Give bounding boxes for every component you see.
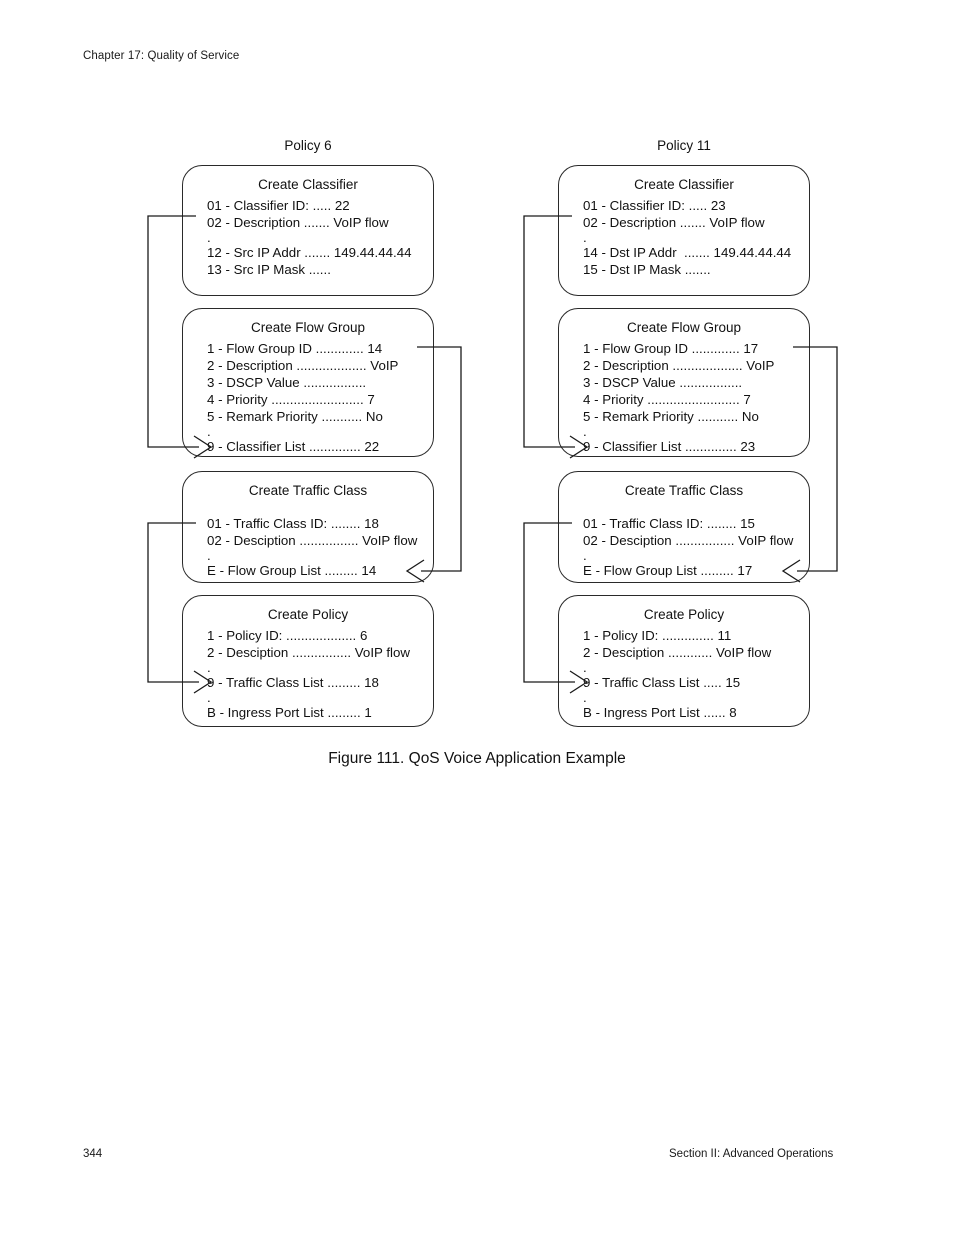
footer-page-number: 344 [83, 1148, 103, 1160]
box-line: E - Flow Group List ......... 14 [207, 563, 377, 579]
figure-caption: Figure 111. QoS Voice Application Exampl… [328, 750, 626, 767]
box-line: 1 - Flow Group ID ............. 17 [583, 341, 759, 356]
column-title-policy-6: Policy 6 [284, 138, 332, 153]
box-line: . [583, 690, 587, 706]
box-line: 1 - Flow Group ID ............. 14 [207, 341, 383, 356]
box-line: B - Ingress Port List ...... 8 [583, 705, 737, 721]
box-create-classifier-right: Create Classifier 01 - Classifier ID: ..… [558, 165, 810, 296]
box-line: 13 - Src IP Mask ...... [207, 262, 331, 278]
footer-section: Section II: Advanced Operations [669, 1148, 834, 1160]
box-line: E - Flow Group List ......... 17 [583, 563, 753, 579]
box-line: . [583, 548, 587, 564]
box-line: 2 - Desciption ............ VoIP flow [583, 645, 772, 661]
box-create-policy-left: Create Policy 1 - Policy ID: ...........… [182, 595, 434, 727]
box-line: 02 - Desciption ................ VoIP fl… [207, 533, 418, 549]
box-create-policy-right: Create Policy 1 - Policy ID: ...........… [558, 595, 810, 727]
box-line: . [207, 690, 211, 706]
box-lines: 1 - Flow Group ID ............. 17 2 - D… [559, 340, 809, 456]
box-lines: 01 - Classifier ID: ..... 23 02 - Descri… [559, 197, 809, 278]
box-lines: 1 - Policy ID: ................... 6 2 -… [183, 627, 433, 721]
box-line: 2 - Description ................... VoIP [583, 358, 775, 374]
box-title: Create Flow Group [250, 320, 366, 335]
box-line: 02 - Description ....... VoIP flow [207, 215, 389, 231]
box-lines: 01 - Classifier ID: ..... 22 02 - Descri… [183, 197, 433, 278]
box-line: 2 - Description ................... VoIP [207, 358, 399, 374]
box-line: 2 - Desciption ................ VoIP flo… [207, 645, 410, 661]
box-line: 4 - Priority ......................... 7 [207, 392, 375, 408]
box-line: . [583, 424, 587, 440]
box-line: 9 - Classifier List .............. 23 [583, 439, 756, 455]
box-line: 01 - Traffic Class ID: ........ 18 [207, 516, 379, 531]
box-line: 9 - Traffic Class List ......... 18 [207, 675, 379, 691]
box-line: 14 - Dst IP Addr ....... 149.44.44.44 [583, 245, 792, 261]
box-create-flow-group-left: Create Flow Group 1 - Flow Group ID ....… [182, 308, 434, 457]
box-line: . [583, 230, 587, 246]
box-title: Create Traffic Class [248, 483, 368, 498]
box-create-traffic-class-right: Create Traffic Class 01 - Traffic Class … [558, 471, 810, 583]
box-title: Create Flow Group [626, 320, 742, 335]
box-line: 02 - Desciption ................ VoIP fl… [583, 533, 794, 549]
box-lines: 1 - Flow Group ID ............. 14 2 - D… [183, 340, 433, 456]
page-header-chapter: Chapter 17: Quality of Service [83, 50, 240, 62]
box-line: 4 - Priority ......................... 7 [583, 392, 751, 408]
box-line: . [207, 548, 211, 564]
box-lines: 01 - Traffic Class ID: ........ 18 02 - … [183, 503, 433, 579]
box-line: 01 - Classifier ID: ..... 22 [207, 198, 350, 213]
box-line: B - Ingress Port List ......... 1 [207, 705, 372, 721]
box-line: 1 - Policy ID: ................... 6 [207, 628, 368, 643]
box-lines: 1 - Policy ID: .............. 11 2 - Des… [559, 627, 809, 721]
box-line: 01 - Traffic Class ID: ........ 15 [583, 516, 755, 531]
box-line: 01 - Classifier ID: ..... 23 [583, 198, 726, 213]
box-title: Create Policy [267, 607, 349, 622]
box-title: Create Classifier [634, 177, 734, 192]
box-create-classifier-left: Create Classifier 01 - Classifier ID: ..… [182, 165, 434, 296]
box-line: 1 - Policy ID: .............. 11 [583, 628, 732, 643]
box-line: 9 - Traffic Class List ..... 15 [583, 675, 741, 691]
box-line: . [207, 660, 211, 676]
box-line: 12 - Src IP Addr ....... 149.44.44.44 [207, 245, 412, 261]
box-line: 15 - Dst IP Mask ....... [583, 262, 711, 278]
box-title: Create Traffic Class [624, 483, 744, 498]
box-line: . [583, 660, 587, 676]
box-lines: 01 - Traffic Class ID: ........ 15 02 - … [559, 503, 809, 579]
box-title: Create Policy [643, 607, 725, 622]
box-line: 5 - Remark Priority ........... No [583, 409, 759, 425]
box-create-flow-group-right: Create Flow Group 1 - Flow Group ID ....… [558, 308, 810, 457]
box-line: 3 - DSCP Value ................. [583, 375, 743, 391]
box-title: Create Classifier [258, 177, 358, 192]
box-line: . [207, 424, 211, 440]
column-title-policy-11: Policy 11 [657, 138, 711, 153]
box-line: . [207, 230, 211, 246]
box-line: 02 - Description ....... VoIP flow [583, 215, 765, 231]
box-line: 9 - Classifier List .............. 22 [207, 439, 380, 455]
box-create-traffic-class-left: Create Traffic Class 01 - Traffic Class … [182, 471, 434, 583]
box-line: 3 - DSCP Value ................. [207, 375, 367, 391]
box-line: 5 - Remark Priority ........... No [207, 409, 383, 425]
